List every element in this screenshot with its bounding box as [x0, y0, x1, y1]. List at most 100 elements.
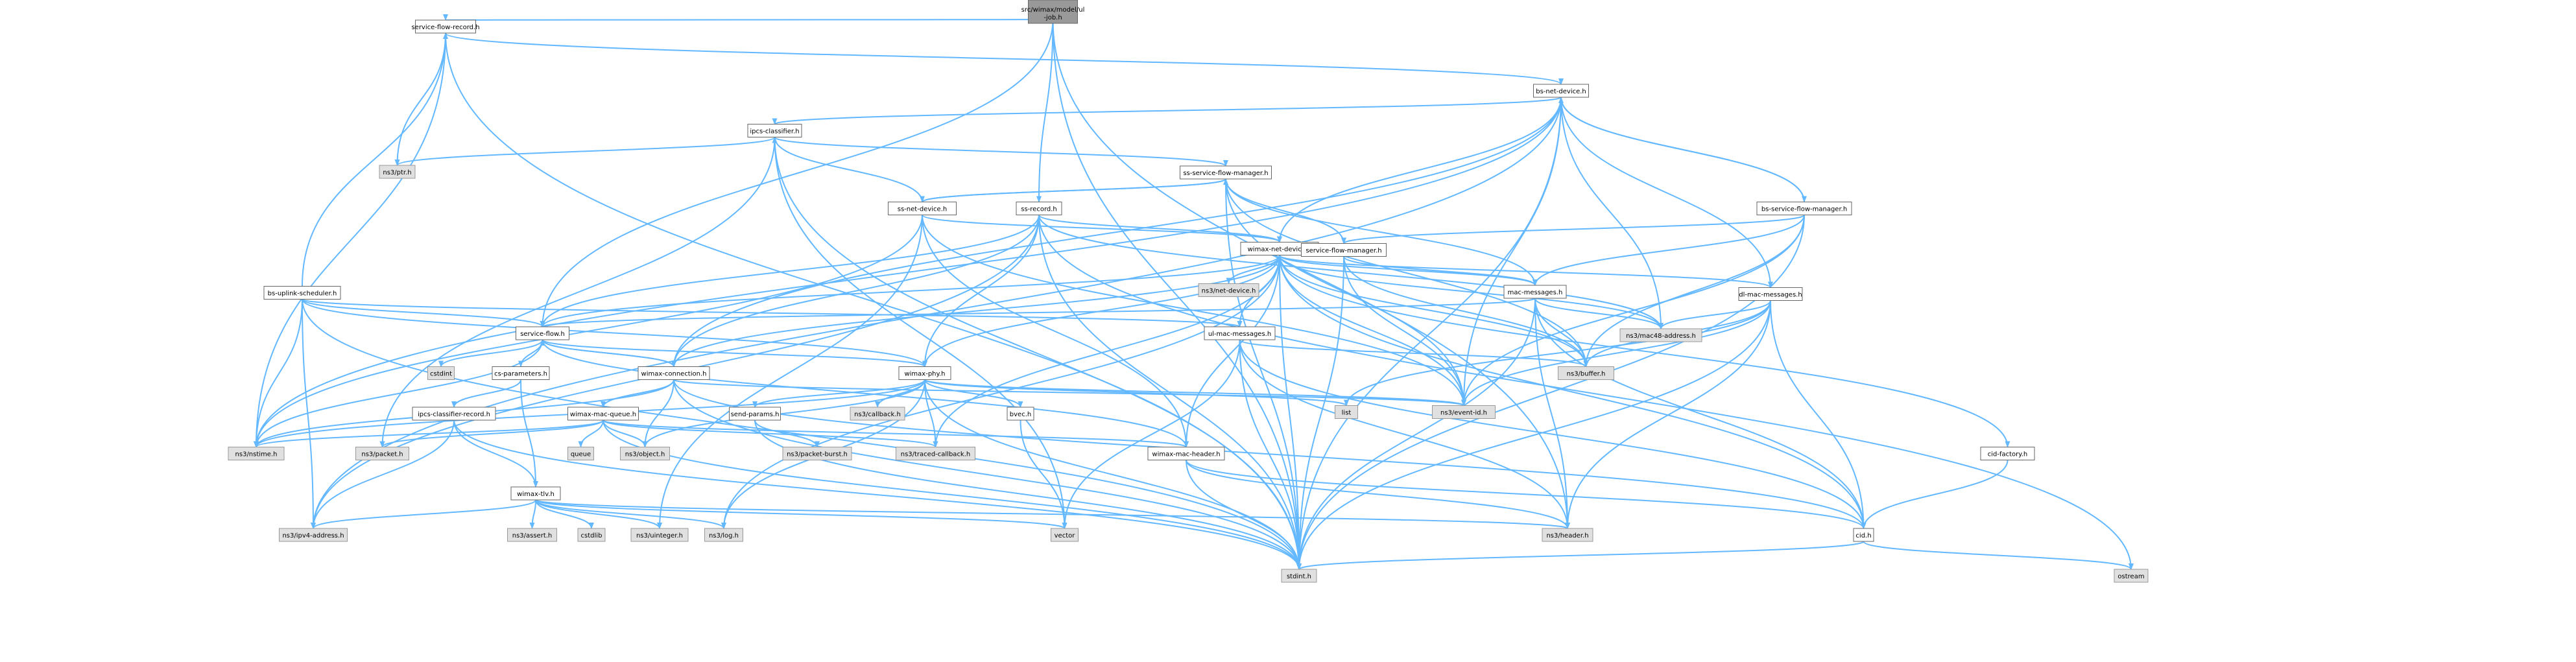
node-cid[interactable]: cid.h — [1853, 528, 1874, 542]
node-label-sf: service-flow.h — [520, 331, 565, 338]
node-wmq[interactable]: wimax-mac-queue.h — [567, 407, 639, 421]
node-root[interactable]: src/wimax/model/ul-job.h — [1021, 0, 1085, 24]
edge-root-to-ssrec — [1036, 19, 1054, 203]
node-box-macmsg — [1503, 285, 1567, 299]
node-bsus[interactable]: bs-uplink-scheduler.h — [263, 286, 341, 300]
node-box-root — [1028, 0, 1078, 24]
node-sf[interactable]: service-flow.h — [516, 326, 569, 340]
node-uinteger: ns3/uinteger.h — [630, 528, 689, 542]
node-label-ostream: ostream — [2117, 573, 2144, 580]
node-queue: queue — [567, 447, 594, 460]
node-label-sendp: send-params.h — [731, 411, 780, 418]
edge-ipcsrec-to-ipv4 — [311, 420, 455, 529]
edge-wtlv-to-ipv4 — [311, 499, 536, 529]
edge-ssnd-to-wnd — [922, 214, 1282, 243]
node-wmh[interactable]: wimax-mac-header.h — [1147, 447, 1225, 460]
node-sfr[interactable]: service-flow-record.h — [411, 19, 480, 34]
node-label-csparam: cs-parameters.h — [494, 371, 547, 378]
edge-bsus-to-sf — [302, 298, 545, 327]
edge-ssrec-to-sf — [540, 215, 1040, 327]
node-dlmac[interactable]: dl-mac-messages.h — [1738, 287, 1803, 301]
edge-ipcsrec-to-wtlv — [453, 420, 538, 488]
node-box-vector — [1051, 528, 1079, 542]
edge-ssnd-to-uinteger — [657, 215, 923, 529]
node-box-nstime — [228, 447, 285, 460]
node-wphy[interactable]: wimax-phy.h — [898, 366, 951, 380]
edge-ulmac-to-cid — [1239, 339, 1866, 529]
node-box-callback — [850, 407, 905, 421]
edge-wtlv-to-log — [535, 499, 726, 529]
node-box-log — [704, 528, 743, 542]
node-label-packet: ns3/packet.h — [361, 451, 403, 458]
node-box-ipcsrec — [412, 407, 496, 421]
edge-macmsg-to-mac48 — [1534, 298, 1664, 329]
node-macmsg[interactable]: mac-messages.h — [1503, 285, 1567, 299]
edge-sfm-to-macmsg — [1343, 255, 1538, 286]
node-ipcsrec[interactable]: ipcs-classifier-record.h — [412, 407, 496, 421]
edge-bssfm-to-stdint — [1296, 215, 1805, 570]
edge-wtlv-to-assert — [529, 499, 536, 529]
node-label-wmh: wimax-mac-header.h — [1152, 451, 1220, 458]
node-ssrec[interactable]: ss-record.h — [1016, 202, 1062, 215]
node-box-dlmac — [1738, 287, 1803, 301]
node-csparam[interactable]: cs-parameters.h — [492, 366, 550, 380]
node-box-sfm — [1301, 243, 1387, 257]
node-wtlv[interactable]: wimax-tlv.h — [510, 486, 561, 501]
edge-sf-to-wmh — [542, 339, 1189, 448]
node-label-nstime: ns3/nstime.h — [235, 451, 278, 458]
edge-ipcs-to-stdint — [774, 137, 1302, 570]
node-ssnd[interactable]: ss-net-device.h — [888, 202, 957, 215]
node-bsnd[interactable]: bs-net-device.h — [1533, 84, 1589, 98]
node-ssfm[interactable]: ss-service-flow-manager.h — [1180, 165, 1272, 180]
edge-wmq-to-nstime — [254, 420, 604, 448]
node-box-netdev — [1198, 283, 1259, 297]
node-label-assert: ns3/assert.h — [512, 532, 553, 539]
node-label-tracedcb: ns3/traced-callback.h — [901, 451, 971, 458]
node-ipv4: ns3/ipv4-address.h — [279, 528, 348, 542]
node-box-bsnd — [1533, 84, 1589, 98]
node-box-wtlv — [510, 486, 561, 501]
edge-wnd-to-stdint — [1279, 255, 1302, 570]
edge-bsnd-to-dlmac — [1560, 97, 1773, 289]
edge-root-to-header — [1052, 19, 1570, 529]
node-box-sf — [516, 326, 569, 340]
node-box-stdint — [1281, 569, 1317, 583]
edge-dlmac-to-eventid — [1461, 300, 1771, 407]
edge-bsus-to-sfr — [302, 32, 448, 287]
edge-cid-to-stdint — [1296, 541, 1865, 570]
edge-wmq-to-packet — [379, 420, 604, 448]
node-box-cidfac — [1980, 447, 2035, 460]
node-object: ns3/object.h — [620, 447, 670, 460]
node-sendp[interactable]: send-params.h — [729, 407, 781, 421]
edge-wphy-to-stdint — [924, 379, 1302, 570]
edge-dlmac-to-header — [1565, 300, 1771, 529]
edge-ssnd-to-ipcs — [772, 136, 923, 202]
edge-ulmac-to-header — [1239, 339, 1570, 529]
node-box-bvec — [1007, 407, 1034, 421]
node-box-ssfm — [1180, 165, 1272, 180]
node-label-ipv4: ns3/ipv4-address.h — [282, 532, 344, 539]
node-bvec[interactable]: bvec.h — [1007, 407, 1034, 421]
edge-bsus-to-stdint — [302, 299, 1302, 570]
node-box-packet — [355, 447, 409, 460]
node-box-uinteger — [630, 528, 689, 542]
edge-root-to-sf — [540, 19, 1054, 327]
node-label-pburst: ns3/packet-burst.h — [787, 451, 848, 458]
node-cidfac[interactable]: cid-factory.h — [1980, 447, 2035, 460]
node-wconn[interactable]: wimax-connection.h — [638, 366, 710, 380]
node-label-cid: cid.h — [1855, 532, 1871, 539]
node-ipcs[interactable]: ipcs-classifier.h — [747, 124, 802, 137]
edge-wtlv-to-header — [535, 499, 1570, 529]
edge-wtlv-to-vector — [535, 499, 1067, 529]
node-box-eventid — [1432, 405, 1496, 419]
edge-bsnd-to-stdint — [1296, 97, 1562, 570]
node-label-uinteger: ns3/uinteger.h — [636, 532, 683, 539]
node-bssfm[interactable]: bs-service-flow-manager.h — [1756, 202, 1852, 215]
node-ulmac[interactable]: ul-mac-messages.h — [1204, 326, 1276, 340]
node-sfm[interactable]: service-flow-manager.h — [1301, 243, 1387, 257]
edge-ssnd-to-ssfm — [922, 178, 1228, 203]
node-label-sfr: service-flow-record.h — [411, 24, 479, 31]
node-box-buffer — [1558, 366, 1614, 380]
edge-ssrec-to-wphy — [922, 215, 1040, 368]
node-cstdint: cstdint — [427, 366, 455, 380]
